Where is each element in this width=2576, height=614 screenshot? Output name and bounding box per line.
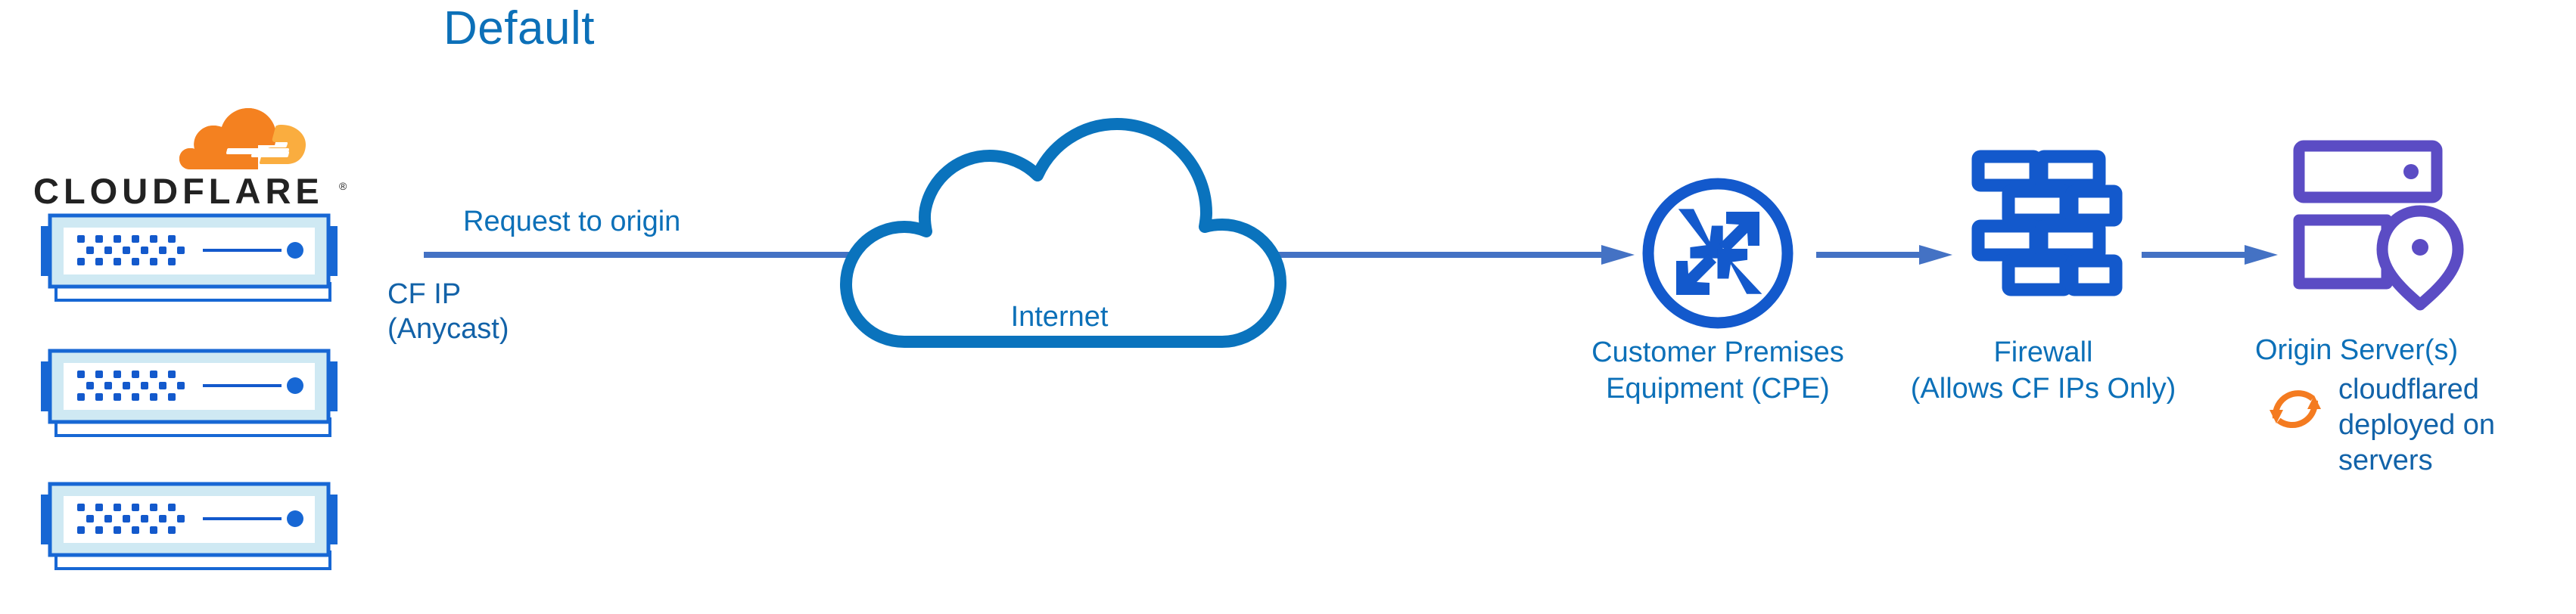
cloudflared-label: cloudflared deployed on servers <box>2338 372 2565 479</box>
sync-circular-arrows-icon <box>2263 377 2328 442</box>
cf-ip-label-line1: CF IP <box>387 278 462 310</box>
arrow-cpe-to-firewall <box>1816 243 1952 266</box>
request-to-origin-label: Request to origin <box>463 206 681 237</box>
cloudflare-wordmark: CLOUDFLARE ® <box>33 170 351 216</box>
cloudflare-cloud-logo-icon <box>173 98 306 170</box>
cf-ip-label-line2: (Anycast) <box>387 313 509 345</box>
cloudflare-edge-server-2 <box>30 349 348 440</box>
cloudflare-logo: CLOUDFLARE ® <box>33 98 351 219</box>
cloudflare-edge-server-3 <box>30 482 348 573</box>
firewall-label-line1: Firewall <box>1993 336 2093 368</box>
arrow-firewall-to-origin <box>2142 243 2278 266</box>
cpe-label-line1: Customer Premises <box>1591 336 1844 368</box>
cloud-outline-icon <box>832 106 1286 348</box>
svg-text:CLOUDFLARE: CLOUDFLARE <box>33 171 324 211</box>
internet-label: Internet <box>1010 301 1109 333</box>
brick-wall-icon <box>1968 147 2123 299</box>
svg-text:®: ® <box>339 180 347 192</box>
cpe-label: Customer Premises Equipment (CPE) <box>1529 334 1907 407</box>
cloudflared-label-line2: deployed on <box>2338 409 2496 441</box>
firewall-label: Firewall (Allows CF IPs Only) <box>1892 334 2195 407</box>
router-four-arrows-icon <box>1638 174 1797 333</box>
cloudflare-edge-server-1 <box>30 213 348 305</box>
page-title: Default <box>443 2 595 54</box>
cf-ip-anycast-label: CF IP (Anycast) <box>387 277 509 346</box>
cloudflared-label-line3: servers <box>2338 445 2433 476</box>
cpe-label-line2: Equipment (CPE) <box>1606 373 1830 405</box>
server-rack-with-location-pin-icon <box>2293 140 2482 311</box>
cloudflared-label-line1: cloudflared <box>2338 374 2479 405</box>
origin-server-label: Origin Server(s) <box>2255 334 2459 366</box>
firewall-label-line2: (Allows CF IPs Only) <box>1910 373 2176 405</box>
